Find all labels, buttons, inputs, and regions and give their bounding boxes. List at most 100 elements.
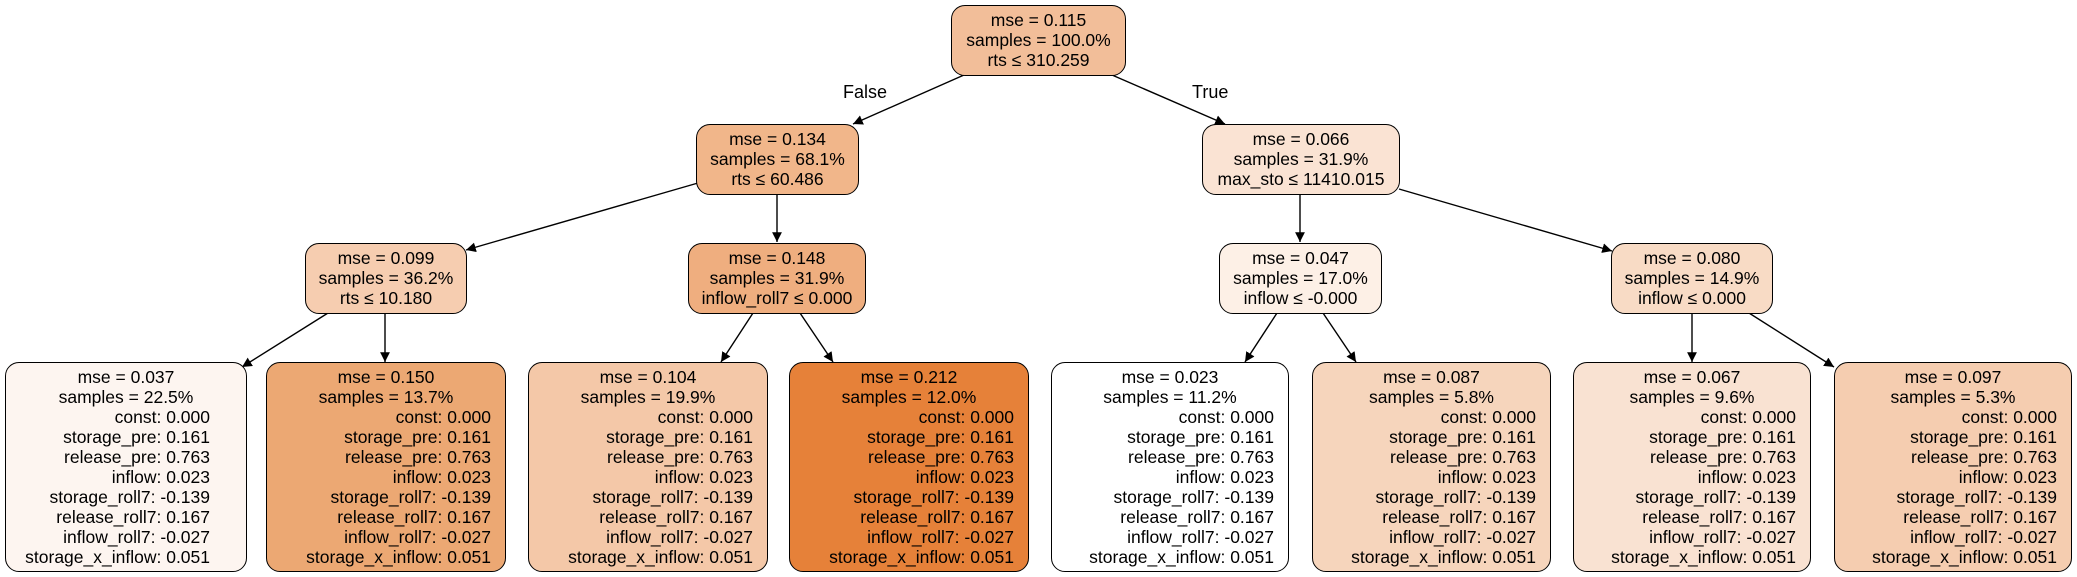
leaf-coef: release_roll7: 0.167: [1120, 507, 1274, 527]
node-split-rule: inflow ≤ 0.000: [1638, 288, 1746, 308]
node-split-rule: max_sto ≤ 11410.015: [1217, 169, 1385, 189]
leaf-coef: const: 0.000: [1700, 407, 1796, 427]
leaf-coef: const: 0.000: [1961, 407, 2057, 427]
leaf-mse: mse = 0.212: [860, 367, 958, 387]
leaf-coef: inflow: 0.023: [1437, 467, 1536, 487]
leaf-samples: samples = 22.5%: [58, 387, 194, 407]
edge-n4-leaf3: [720, 312, 754, 363]
leaf-coef: release_pre: 0.763: [607, 447, 753, 467]
tree-leaf-7: mse = 0.067 samples = 9.6% const: 0.000 …: [1573, 362, 1811, 572]
leaf-coef: release_pre: 0.763: [1650, 447, 1796, 467]
leaf-coef: inflow_roll7: -0.027: [867, 527, 1014, 547]
leaf-mse: mse = 0.087: [1383, 367, 1480, 387]
node-samples: samples = 31.9%: [1233, 149, 1369, 169]
leaf-coef: storage_roll7: -0.139: [1635, 487, 1796, 507]
leaf-mse: mse = 0.037: [77, 367, 175, 387]
leaf-coef: storage_roll7: -0.139: [1896, 487, 2057, 507]
tree-leaf-4: mse = 0.212 samples = 12.0% const: 0.000…: [789, 362, 1029, 572]
leaf-coef: storage_roll7: -0.139: [330, 487, 491, 507]
edge-root-n2: [1111, 74, 1226, 125]
leaf-coef: const: 0.000: [1440, 407, 1536, 427]
node-samples: samples = 100.0%: [966, 30, 1111, 50]
tree-leaf-2: mse = 0.150 samples = 13.7% const: 0.000…: [266, 362, 506, 572]
leaf-coef: release_pre: 0.763: [868, 447, 1014, 467]
branch-label-true: True: [1192, 82, 1229, 102]
tree-node-n2: mse = 0.066 samples = 31.9% max_sto ≤ 11…: [1202, 124, 1400, 195]
leaf-coef: storage_roll7: -0.139: [1113, 487, 1274, 507]
leaf-coef: const: 0.000: [395, 407, 491, 427]
tree-node-root: mse = 0.115 samples = 100.0% rts ≤ 310.2…: [951, 5, 1126, 76]
leaf-coef: inflow_roll7: -0.027: [344, 527, 491, 547]
leaf-coef: inflow_roll7: -0.027: [63, 527, 210, 547]
edge-n4-leaf4: [799, 312, 834, 363]
edge-root-n1: [852, 74, 965, 125]
leaf-coef: const: 0.000: [114, 407, 210, 427]
tree-leaf-5: mse = 0.023 samples = 11.2% const: 0.000…: [1051, 362, 1289, 572]
leaf-coef: storage_x_inflow: 0.051: [1611, 547, 1796, 567]
leaf-samples: samples = 13.7%: [318, 387, 454, 407]
leaf-coef: storage_x_inflow: 0.051: [1351, 547, 1536, 567]
node-mse: mse = 0.134: [729, 129, 826, 149]
leaf-coef: storage_pre: 0.161: [344, 427, 491, 447]
node-mse: mse = 0.148: [728, 248, 826, 268]
node-samples: samples = 68.1%: [710, 149, 845, 169]
node-mse: mse = 0.099: [337, 248, 435, 268]
leaf-mse: mse = 0.150: [337, 367, 435, 387]
leaf-samples: samples = 11.2%: [1103, 387, 1237, 407]
tree-leaf-1: mse = 0.037 samples = 22.5% const: 0.000…: [5, 362, 247, 572]
node-split-rule: inflow_roll7 ≤ 0.000: [701, 288, 853, 308]
leaf-samples: samples = 5.8%: [1369, 387, 1494, 407]
leaf-coef: storage_roll7: -0.139: [853, 487, 1014, 507]
leaf-mse: mse = 0.067: [1643, 367, 1741, 387]
leaf-coef: const: 0.000: [657, 407, 753, 427]
leaf-coef: storage_x_inflow: 0.051: [1089, 547, 1274, 567]
node-split-rule: rts ≤ 310.259: [987, 50, 1090, 70]
leaf-coef: inflow_roll7: -0.027: [1910, 527, 2057, 547]
node-samples: samples = 14.9%: [1624, 268, 1760, 288]
node-mse: mse = 0.066: [1252, 129, 1350, 149]
leaf-coef: release_roll7: 0.167: [337, 507, 491, 527]
leaf-coef: inflow: 0.023: [1697, 467, 1796, 487]
tree-leaf-3: mse = 0.104 samples = 19.9% const: 0.000…: [528, 362, 768, 572]
leaf-coef: storage_x_inflow: 0.051: [25, 547, 210, 567]
leaf-mse: mse = 0.104: [599, 367, 697, 387]
leaf-coef: storage_roll7: -0.139: [1375, 487, 1536, 507]
leaf-samples: samples = 19.9%: [580, 387, 716, 407]
leaf-coef: release_roll7: 0.167: [56, 507, 210, 527]
leaf-coef: release_roll7: 0.167: [1903, 507, 2057, 527]
leaf-mse: mse = 0.023: [1121, 367, 1219, 387]
leaf-samples: samples = 12.0%: [841, 387, 977, 407]
leaf-coef: release_roll7: 0.167: [1382, 507, 1536, 527]
leaf-coef: release_roll7: 0.167: [1642, 507, 1796, 527]
edge-n1-n3: [465, 182, 699, 252]
node-mse: mse = 0.080: [1643, 248, 1741, 268]
leaf-samples: samples = 9.6%: [1629, 387, 1755, 407]
leaf-coef: release_pre: 0.763: [1911, 447, 2057, 467]
leaf-coef: storage_x_inflow: 0.051: [829, 547, 1014, 567]
leaf-coef: inflow_roll7: -0.027: [606, 527, 753, 547]
leaf-coef: release_pre: 0.763: [1390, 447, 1536, 467]
leaf-samples: samples = 5.3%: [1890, 387, 2016, 407]
node-split-rule: rts ≤ 10.180: [339, 288, 433, 308]
tree-node-n6: mse = 0.080 samples = 14.9% inflow ≤ 0.0…: [1611, 243, 1773, 314]
branch-label-false: False: [843, 82, 888, 102]
leaf-coef: release_roll7: 0.167: [860, 507, 1014, 527]
edge-n6-leaf8: [1748, 312, 1835, 368]
leaf-coef: storage_x_inflow: 0.051: [306, 547, 491, 567]
leaf-coef: release_pre: 0.763: [345, 447, 491, 467]
node-samples: samples = 17.0%: [1233, 268, 1368, 288]
leaf-coef: storage_pre: 0.161: [1389, 427, 1536, 447]
leaf-coef: storage_x_inflow: 0.051: [1872, 547, 2057, 567]
tree-node-n3: mse = 0.099 samples = 36.2% rts ≤ 10.180: [305, 243, 467, 314]
leaf-coef: inflow: 0.023: [1958, 467, 2057, 487]
leaf-coef: inflow: 0.023: [915, 467, 1014, 487]
tree-leaf-8: mse = 0.097 samples = 5.3% const: 0.000 …: [1834, 362, 2072, 572]
leaf-coef: const: 0.000: [1178, 407, 1274, 427]
leaf-coef: inflow: 0.023: [392, 467, 491, 487]
leaf-coef: inflow_roll7: -0.027: [1127, 527, 1274, 547]
edge-n3-leaf1: [241, 312, 329, 368]
leaf-coef: storage_pre: 0.161: [867, 427, 1014, 447]
leaf-coef: inflow: 0.023: [654, 467, 753, 487]
leaf-coef: inflow_roll7: -0.027: [1649, 527, 1796, 547]
